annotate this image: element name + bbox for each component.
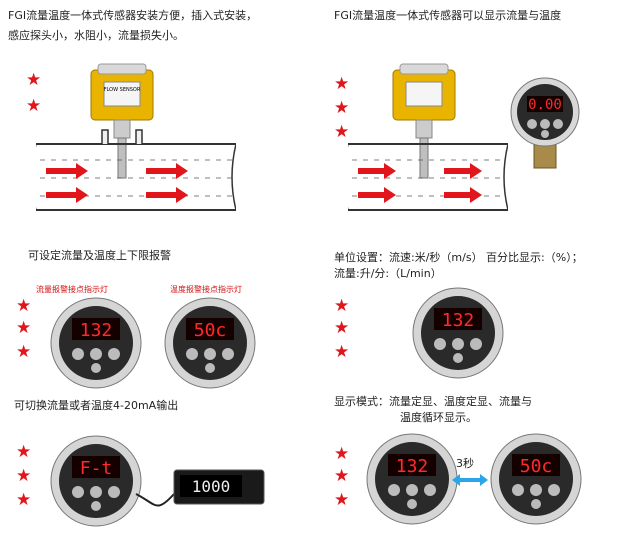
- star-icon: ★: [334, 466, 350, 486]
- pipe-sensor-illustration-2: [348, 63, 508, 211]
- caption-install-line2: 感应探头小，水阻小，流量损失小。: [8, 29, 184, 42]
- star-icon: ★: [26, 70, 42, 90]
- display-unit-top: 0.00: [510, 77, 580, 169]
- cycle-temp-value: 50c: [520, 456, 553, 477]
- alarm-temp-value: 50c: [194, 320, 227, 341]
- output-display-with-meter: F-t 1000: [50, 435, 265, 527]
- star-icon: ★: [334, 98, 350, 118]
- caption-units-line1: 单位设置：流速:米/秒（m/s） 百分比显示:（%）；: [334, 251, 583, 264]
- caption-modes-line1: 显示模式：流量定显、温度定显、流量与: [334, 395, 532, 408]
- cycle-interval-label: 3秒: [456, 457, 474, 470]
- star-icon: ★: [334, 444, 350, 464]
- unit-display: 132: [412, 287, 504, 379]
- flow-alarm-led-label: 流量报警接点指示灯: [36, 285, 108, 294]
- alarm-flow-display: 132: [50, 297, 142, 389]
- meter-value: 1000: [192, 477, 231, 496]
- cycle-temp-display: 50c: [490, 433, 582, 525]
- star-icon: ★: [16, 342, 32, 362]
- star-icon: ★: [334, 490, 350, 510]
- star-icon: ★: [16, 466, 32, 486]
- caption-install-line1: FGI流量温度一体式传感器安装方便，插入式安装，: [8, 9, 258, 22]
- temp-alarm-led-label: 温度报警接点指示灯: [170, 285, 242, 294]
- star-icon: ★: [334, 296, 350, 316]
- star-icon: ★: [334, 342, 350, 362]
- top-display-value: 0.00: [528, 97, 562, 113]
- pipe-sensor-illustration: FLOW SENSOR: [36, 63, 236, 211]
- cycle-flow-display: 132: [366, 433, 458, 525]
- alarm-flow-value: 132: [80, 320, 113, 341]
- star-icon: ★: [16, 490, 32, 510]
- unit-display-value: 132: [442, 310, 475, 331]
- cycle-flow-value: 132: [396, 456, 429, 477]
- star-icon: ★: [334, 122, 350, 142]
- caption-output: 可切换流量或者温度4-20mA输出: [14, 399, 179, 412]
- double-arrow-icon: [452, 474, 488, 486]
- star-icon: ★: [334, 318, 350, 338]
- caption-display: FGI流量温度一体式传感器可以显示流量与温度: [334, 9, 562, 22]
- sensor-brand-text: FLOW SENSOR: [104, 87, 141, 93]
- caption-alarm: 可设定流量及温度上下限报警: [28, 249, 171, 262]
- output-mode-value: F-t: [80, 458, 113, 479]
- star-icon: ★: [16, 442, 32, 462]
- alarm-temp-display: 50c: [164, 297, 256, 389]
- star-icon: ★: [16, 318, 32, 338]
- star-icon: ★: [16, 296, 32, 316]
- star-icon: ★: [334, 74, 350, 94]
- star-icon: ★: [26, 96, 42, 116]
- caption-units-line2: 流量:升/分:（L/min）: [334, 267, 442, 280]
- caption-modes-line2: 温度循环显示。: [400, 411, 477, 424]
